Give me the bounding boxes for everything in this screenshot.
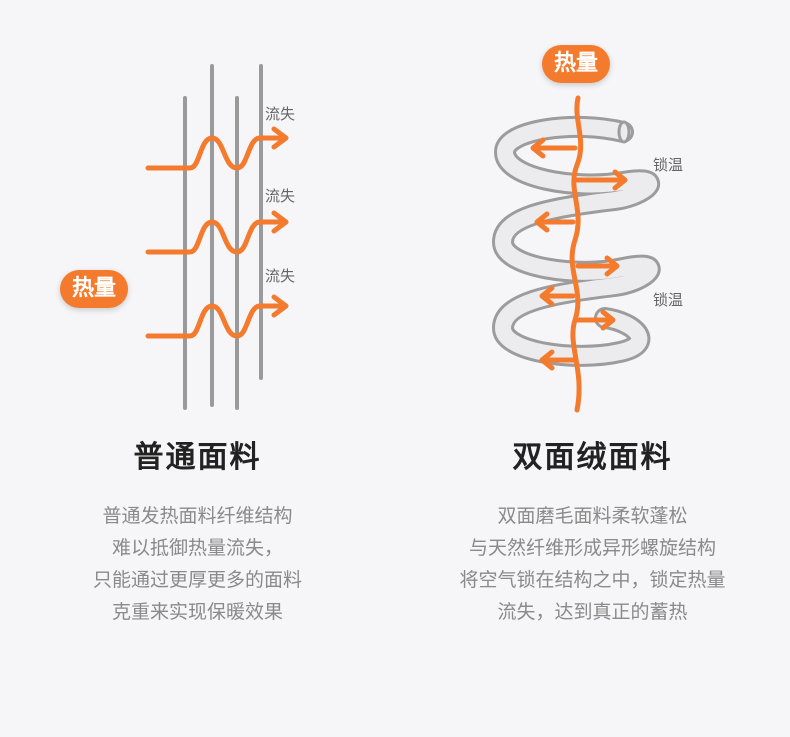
heat-badge: 热量 xyxy=(60,270,129,308)
lock-label: 锁温 xyxy=(653,156,684,174)
heat-flow-arrow xyxy=(145,303,286,339)
loss-label: 流失 xyxy=(265,267,296,285)
double-fleece-description: 双面磨毛面料柔软蓬松 与天然纤维形成异形螺旋结构 将空气锁在结构之中，锁定热量 … xyxy=(395,500,790,628)
description-line: 克重来实现保暖效果 xyxy=(111,601,283,623)
arrow-head xyxy=(600,309,616,331)
heat-flows xyxy=(530,95,628,413)
regular-fabric-panel: 热量 流失 流失 流失 普通面料 普通发热面料纤维结构 难以抵御热量流失， 只能… xyxy=(0,64,395,628)
description-line: 双面磨毛面料柔软蓬松 xyxy=(497,505,688,527)
lock-label: 锁温 xyxy=(653,291,684,309)
heat-path xyxy=(569,95,584,413)
double-fleece-diagram xyxy=(491,95,661,413)
heat-flows xyxy=(145,126,289,339)
loss-label: 流失 xyxy=(265,187,296,205)
arrow-head xyxy=(271,294,289,318)
coil-end xyxy=(617,120,631,144)
regular-fabric-diagram xyxy=(145,64,289,410)
description-line: 流失，达到真正的蓄热 xyxy=(497,601,688,623)
coil-body xyxy=(494,118,658,364)
regular-fabric-title: 普通面料 xyxy=(133,440,262,475)
heat-badge: 热量 xyxy=(542,45,611,83)
arrow-head xyxy=(534,211,550,233)
double-fleece-panel: 热量 锁温 锁温 双面绒面料 双面磨毛面料柔软蓬松 与天然纤维形成异形螺旋结构 … xyxy=(395,0,790,737)
heat-flow-arrow xyxy=(145,135,286,171)
description-line: 与天然纤维形成异形螺旋结构 xyxy=(468,537,716,559)
arrow-head xyxy=(604,255,620,277)
heat-flow-arrow xyxy=(145,219,286,255)
arrow-head xyxy=(539,285,555,307)
arrow-head xyxy=(271,210,289,234)
spiral-coil xyxy=(491,115,661,367)
arrow-head xyxy=(539,349,555,371)
description-line: 普通发热面料纤维结构 xyxy=(102,505,293,527)
regular-fabric-description: 普通发热面料纤维结构 难以抵御热量流失， 只能通过更厚更多的面料 克重来实现保暖… xyxy=(0,500,395,628)
description-line: 将空气锁在结构之中，锁定热量 xyxy=(459,569,726,591)
double-fleece-title: 双面绒面料 xyxy=(512,440,673,475)
arrow-head xyxy=(612,169,628,191)
arrow-head xyxy=(271,126,289,150)
description-line: 只能通过更厚更多的面料 xyxy=(92,569,302,591)
loss-label: 流失 xyxy=(265,105,296,123)
description-line: 难以抵御热量流失， xyxy=(111,537,283,559)
arrow-head xyxy=(530,137,546,159)
